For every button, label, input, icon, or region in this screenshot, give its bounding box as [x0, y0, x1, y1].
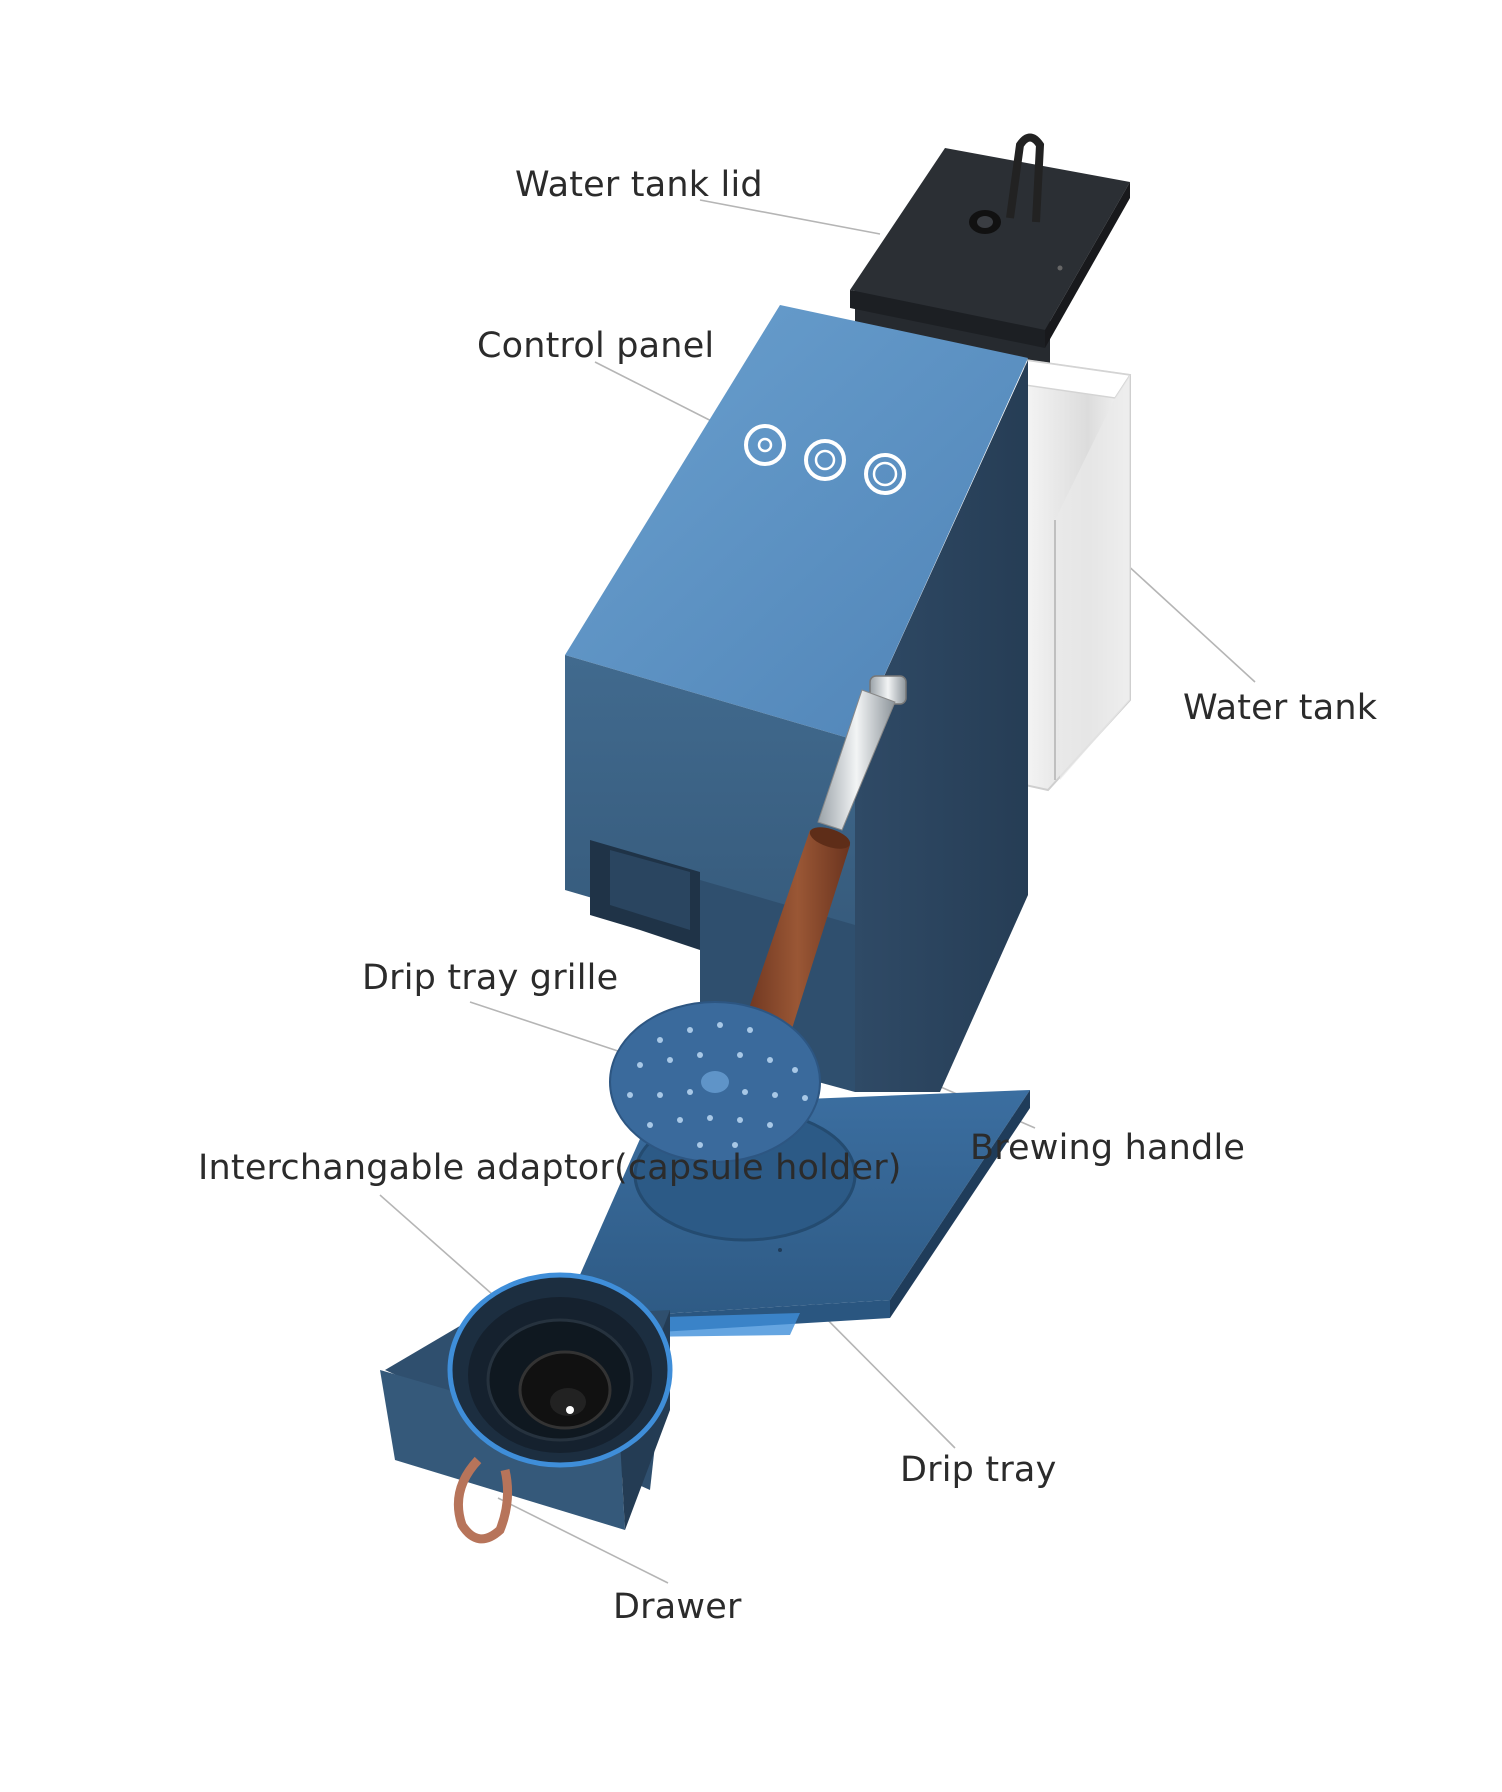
label-control-panel: Control panel [477, 326, 715, 366]
label-water-tank: Water tank [1183, 688, 1378, 728]
label-brewing-handle: Brewing handle [970, 1128, 1246, 1168]
drip-tray-grille [609, 1001, 821, 1163]
drawer-pull-ring [453, 1456, 513, 1544]
water-tank [1024, 358, 1132, 792]
label-drawer: Drawer [613, 1587, 742, 1627]
leader-drawer [497, 1497, 669, 1584]
leader-capsule-adaptor [379, 1194, 511, 1311]
control-panel-buttons [744, 424, 906, 495]
leader-water-tank-lid [699, 199, 881, 235]
button-icon-1 [744, 424, 786, 466]
leader-drip-tray-grille [469, 1001, 631, 1056]
button-icon-2 [804, 439, 846, 481]
label-water-tank-lid: Water tank lid [515, 165, 763, 205]
button-icon-3 [864, 453, 906, 495]
label-drip-tray-grille: Drip tray grille [362, 958, 619, 998]
drawer [380, 1272, 673, 1544]
label-capsule-adaptor: Interchangable adaptor(capsule holder) [198, 1148, 902, 1188]
label-drip-tray: Drip tray [900, 1450, 1057, 1490]
